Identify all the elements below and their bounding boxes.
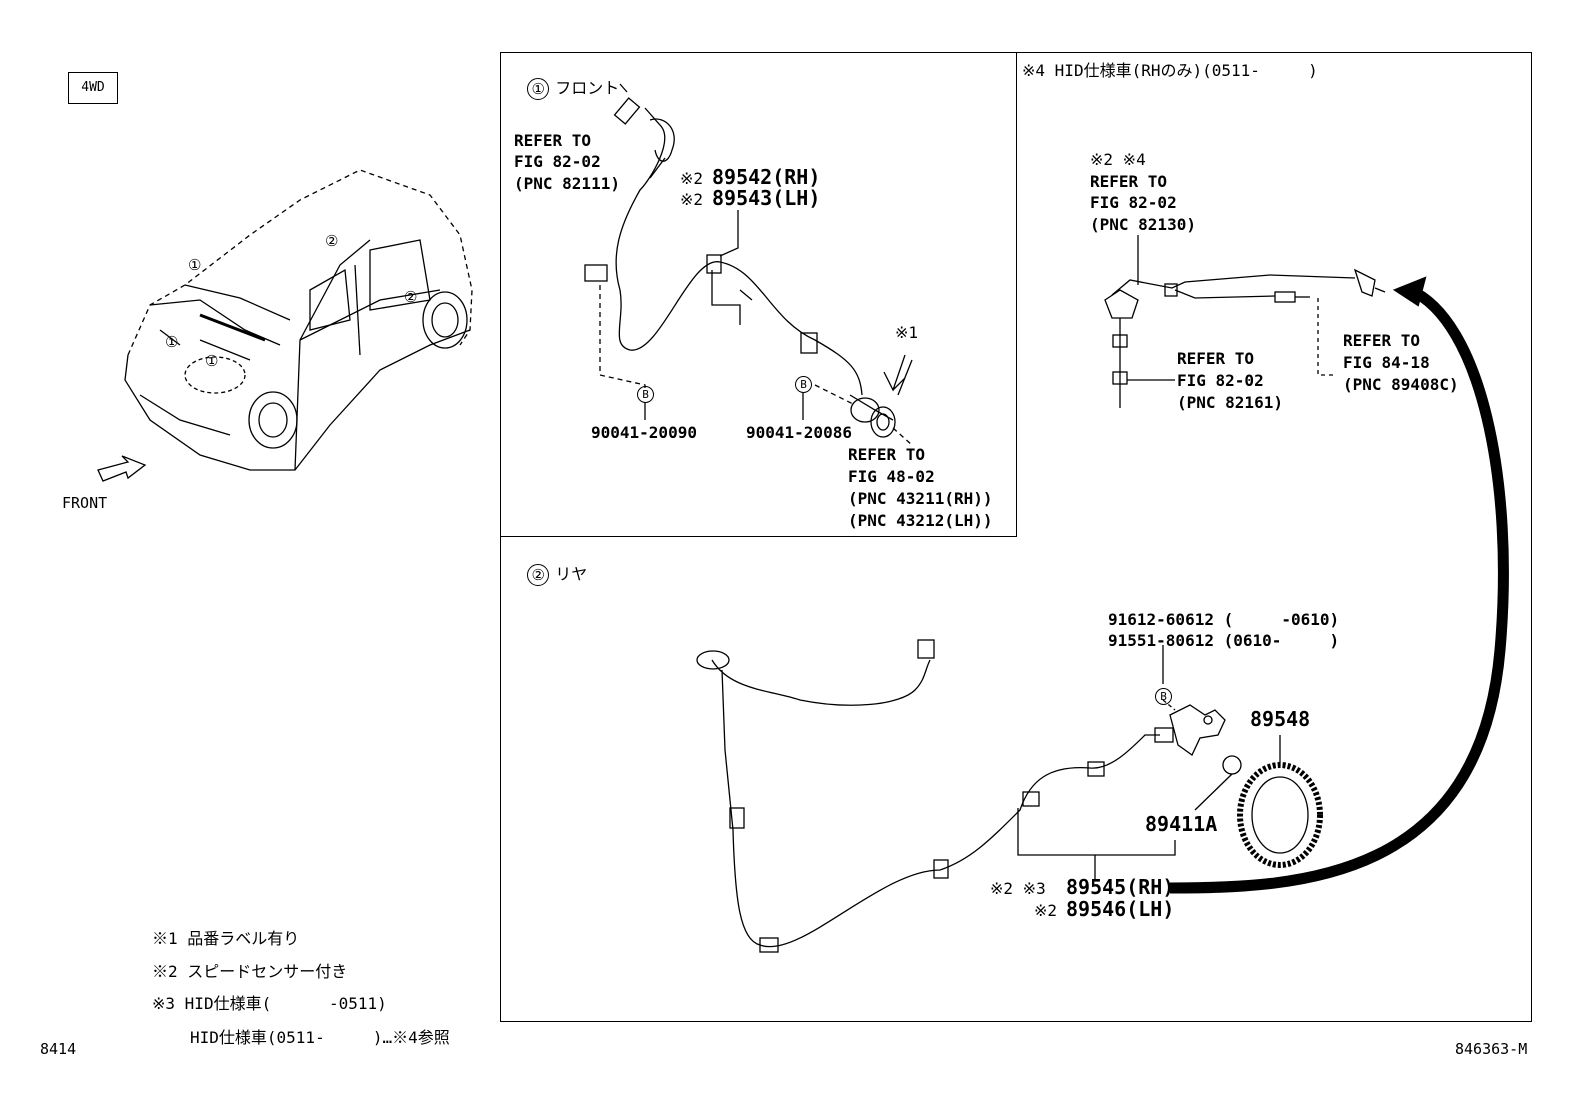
rear-b-marker: B	[1155, 686, 1172, 705]
hid-section-title: ※4 HID仕様車(RHのみ)(0511- )	[1022, 61, 1318, 80]
4wd-badge-text: 4WD	[81, 80, 105, 95]
front-part-lh: 89543(LH)	[712, 186, 821, 210]
hid-refer1-l2: FIG 82-02	[1090, 193, 1177, 212]
rear-part-rh-note: ※2 ※3	[990, 879, 1046, 898]
car-marker-2b: ②	[404, 288, 418, 306]
front-refer2-l4: (PNC 43212(LH))	[848, 511, 993, 530]
legend-note-1: ※1 品番ラベル有り	[152, 929, 300, 948]
rear-section-number: ②	[527, 564, 550, 586]
rear-part-rh: 89545(RH)	[1066, 875, 1175, 899]
hid-refer3-l2: FIG 84-18	[1343, 353, 1430, 372]
front-label: FRONT	[62, 494, 108, 512]
hid-refer3-l3: (PNC 89408C)	[1343, 375, 1459, 394]
rear-part-lh: 89546(LH)	[1066, 897, 1175, 921]
front-refer2-l2: FIG 48-02	[848, 467, 935, 486]
front-part-lh-note: ※2	[680, 190, 704, 209]
hid-note: ※2 ※4	[1090, 150, 1146, 169]
hid-refer2-l3: (PNC 82161)	[1177, 393, 1283, 412]
4wd-badge: 4WD	[68, 72, 118, 104]
front-refer1-l1: REFER TO	[514, 131, 592, 150]
legend-note-3b: HID仕様車(0511- )…※4参照	[190, 1028, 450, 1047]
front-part-rh-note: ※2	[680, 169, 704, 188]
front-section-number: ①	[527, 78, 550, 100]
rear-part-lh-note: ※2	[1034, 901, 1058, 920]
rear-b-marker-text: B	[1155, 688, 1172, 705]
front-bolt-2: 90041-20086	[746, 423, 852, 442]
car-marker-2a: ②	[325, 232, 339, 250]
legend-note-2: ※2 スピードセンサー付き	[152, 962, 348, 981]
car-marker-1c: ①	[205, 352, 219, 370]
front-b-marker-2-text: B	[795, 376, 812, 393]
hid-refer2-l1: REFER TO	[1177, 349, 1255, 368]
front-bolt-1: 90041-20090	[591, 423, 697, 442]
car-marker-1b: ①	[165, 333, 179, 351]
front-refer1-l2: FIG 82-02	[514, 152, 601, 171]
hid-refer1-l3: (PNC 82130)	[1090, 215, 1196, 234]
rear-rotor: 89548	[1250, 707, 1311, 731]
rear-bolt-b: 91551-80612 (0610- )	[1108, 631, 1340, 650]
rear-sensor: 89411A	[1145, 812, 1218, 836]
front-note-1: ※1	[895, 323, 919, 342]
front-b-marker-2: B	[795, 374, 812, 393]
hid-refer1-l1: REFER TO	[1090, 172, 1168, 191]
hid-refer2-l2: FIG 82-02	[1177, 371, 1264, 390]
car-marker-1a: ①	[188, 256, 202, 274]
rear-section-label: リヤ	[555, 564, 588, 584]
page-id-right: 846363-M	[1455, 1040, 1528, 1058]
hid-refer3-l1: REFER TO	[1343, 331, 1421, 350]
front-refer1-l3: (PNC 82111)	[514, 174, 620, 193]
vehicle-illustration	[97, 169, 473, 482]
legend-note-3: ※3 HID仕様車( -0511)	[152, 994, 387, 1013]
front-section-frame	[500, 52, 1017, 537]
front-section-label: フロント	[555, 78, 620, 98]
front-part-rh: 89542(RH)	[712, 165, 821, 189]
front-b-marker-1: B	[637, 384, 654, 403]
rear-bolt-a: 91612-60612 ( -0610)	[1108, 610, 1340, 629]
front-b-marker-1-text: B	[637, 386, 654, 403]
front-refer2-l3: (PNC 43211(RH))	[848, 489, 993, 508]
front-refer2-l1: REFER TO	[848, 445, 926, 464]
page-id-left: 8414	[40, 1040, 77, 1058]
